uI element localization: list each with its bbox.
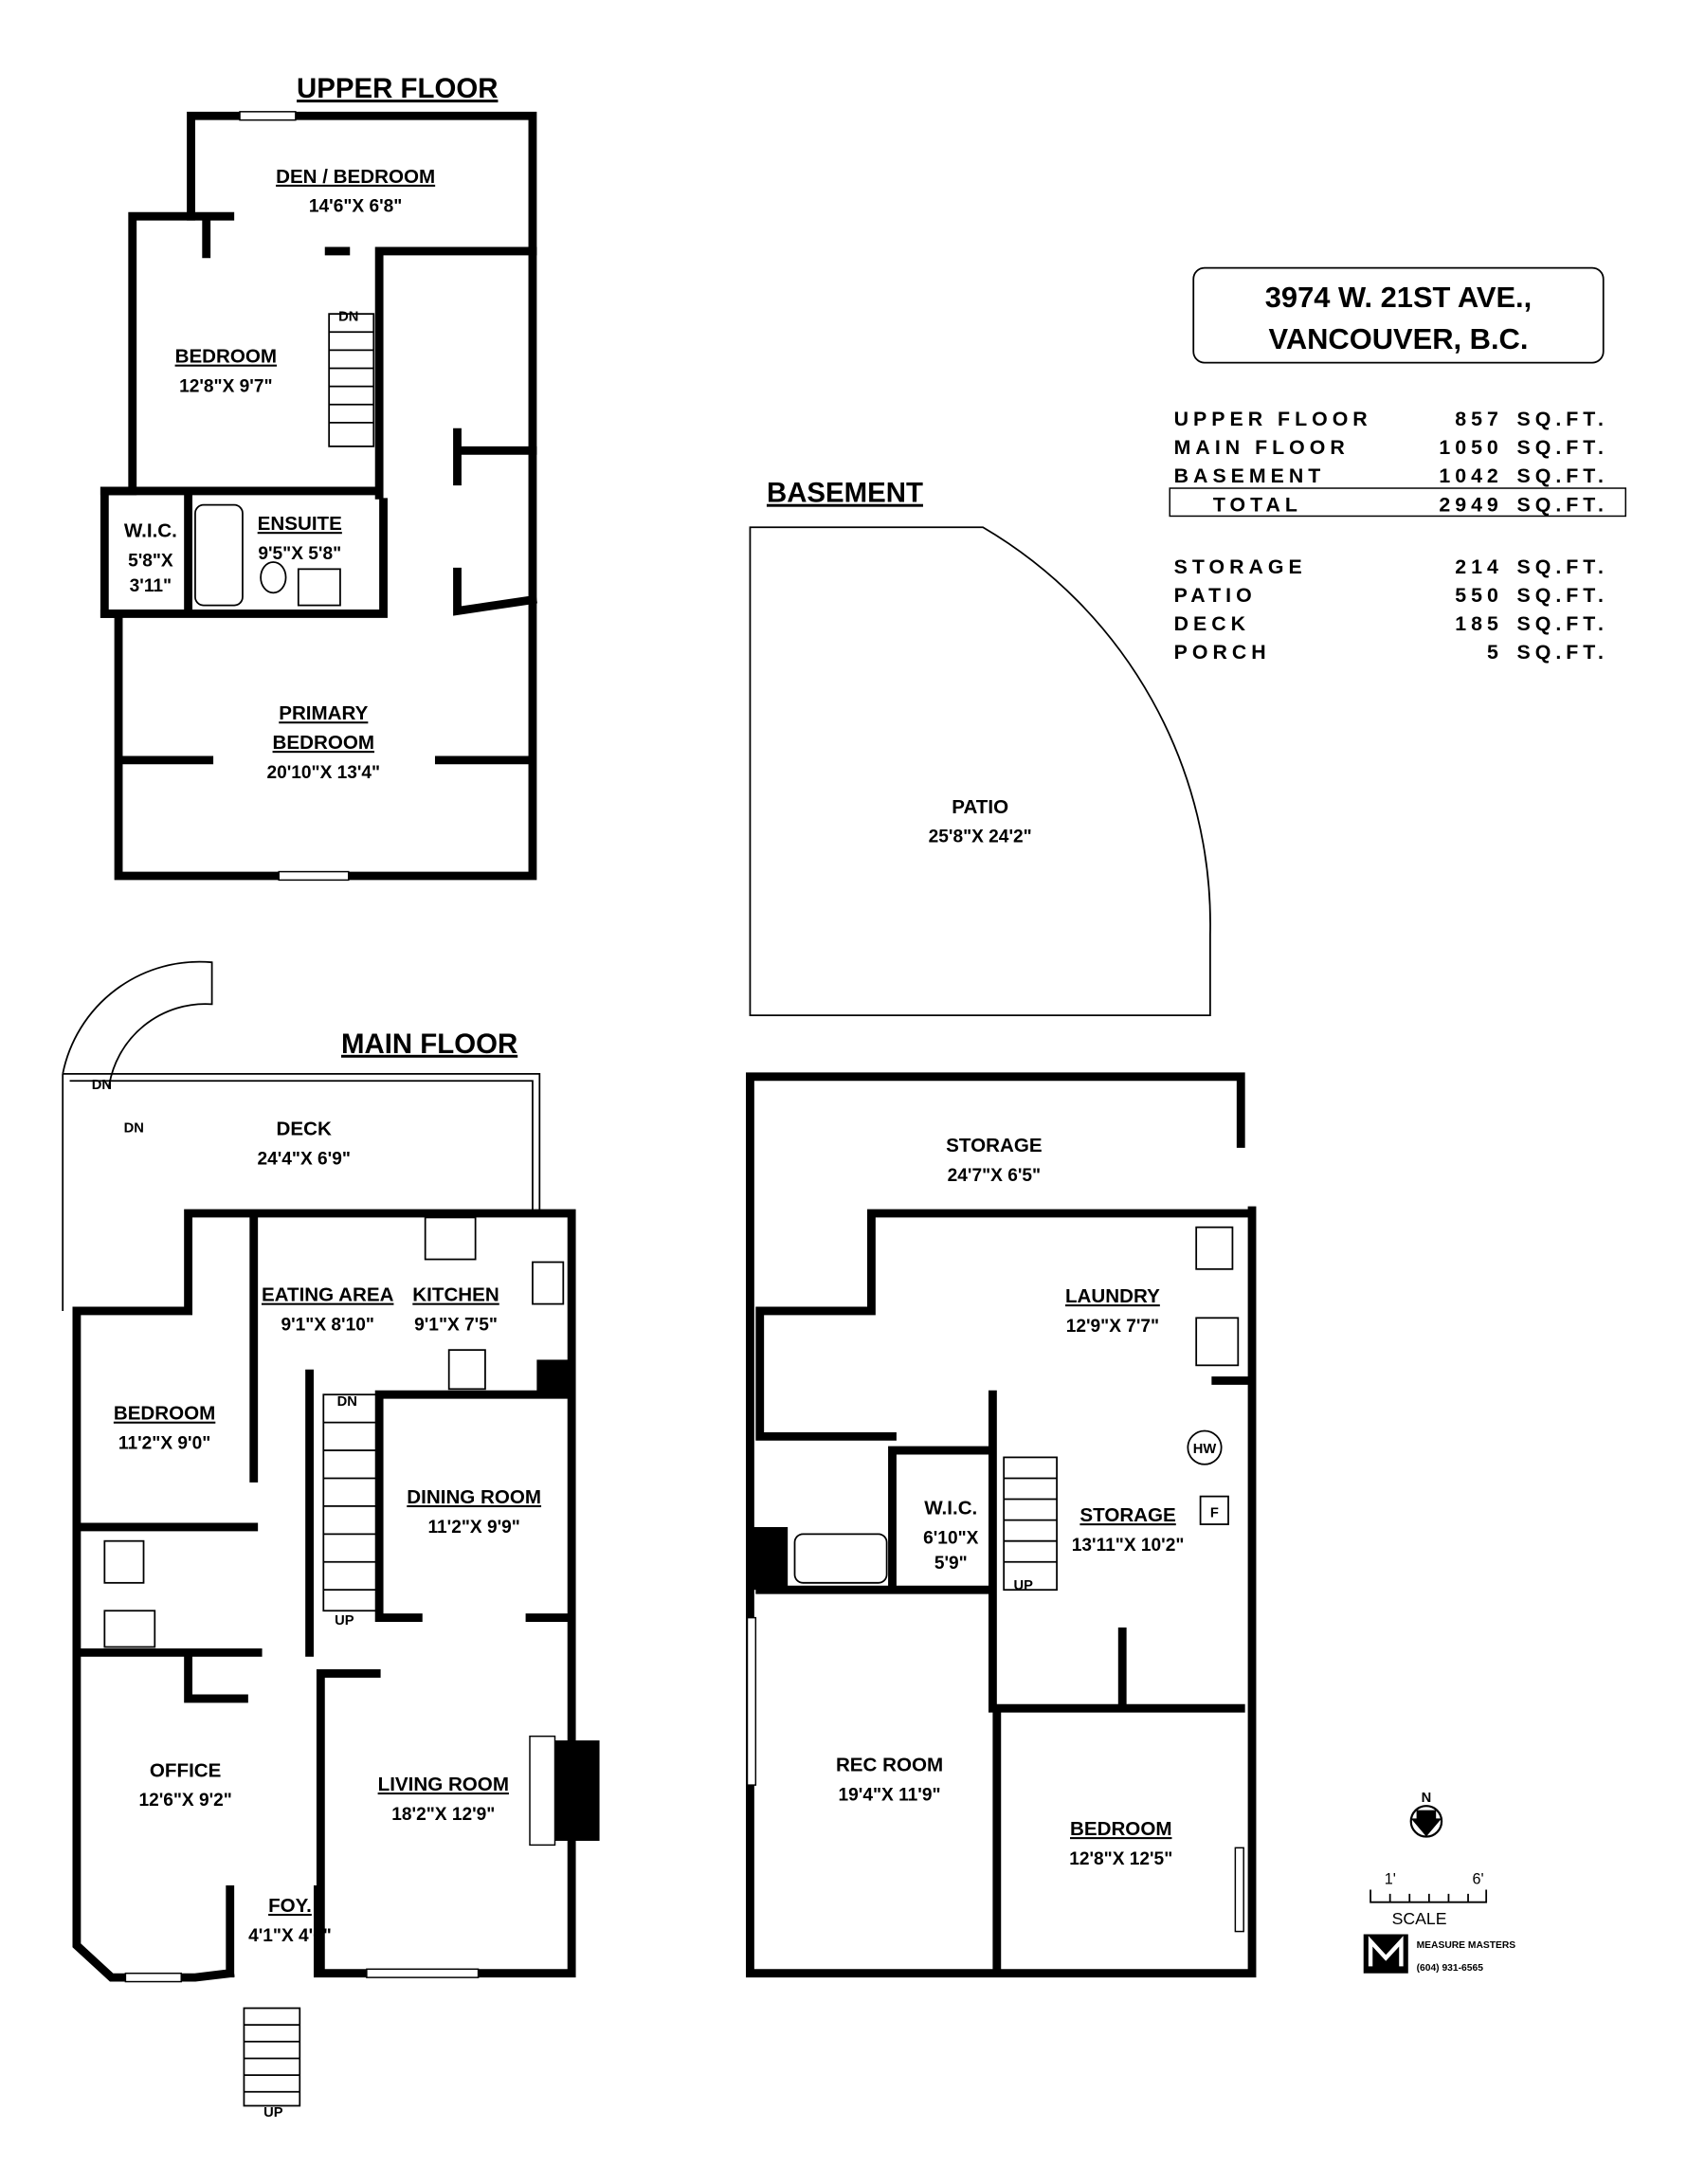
- scale-start: 1': [1385, 1871, 1396, 1888]
- area-unit: SQ.FT.: [1517, 464, 1608, 487]
- room-name-patio: PATIO: [952, 796, 1008, 818]
- upper-floor-walls: [100, 111, 537, 882]
- logo-text: MEASURE MASTERS: [1417, 1940, 1516, 1951]
- address-line-2: VANCOUVER, B.C.: [1269, 322, 1529, 355]
- room-name-deck: DECK: [277, 1119, 332, 1140]
- scale-end: 6': [1472, 1871, 1483, 1888]
- area-unit: SQ.FT.: [1517, 436, 1608, 459]
- area-value: 1042: [1439, 464, 1502, 487]
- north-arrow-icon: [1409, 1805, 1443, 1838]
- area-value: 550: [1455, 584, 1503, 607]
- room-dimensions: 5'9": [934, 1554, 968, 1574]
- room-name-bedroom: BEDROOM: [175, 346, 277, 368]
- room-name-den-bedroom: DEN / BEDROOM: [276, 166, 435, 188]
- room-dimensions: 11'2"X 9'0": [118, 1434, 210, 1454]
- room-dimensions: 12'6"X 9'2": [138, 1791, 231, 1811]
- stair-label-up: UP: [335, 1613, 354, 1629]
- room-dimensions: 12'8"X 9'7": [179, 377, 272, 397]
- room-name-storage: STORAGE: [1079, 1504, 1175, 1526]
- basement-walls: [746, 1072, 1257, 1978]
- basement-title: BASEMENT: [767, 478, 923, 509]
- furnace-label: F: [1210, 1506, 1219, 1521]
- stair-label-dn: DN: [92, 1078, 112, 1093]
- stair-label-dn: DN: [338, 309, 358, 324]
- address-box: 3974 W. 21ST AVE., VANCOUVER, B.C.: [1192, 266, 1605, 364]
- room-dimensions: 9'1"X 7'5": [414, 1316, 498, 1336]
- stair-label-dn: DN: [124, 1121, 144, 1137]
- room-dimensions: 3'11": [130, 576, 172, 596]
- scale-label: SCALE: [1392, 1909, 1447, 1928]
- room-name-bedroom: BEDROOM: [114, 1403, 215, 1425]
- room-dimensions: 18'2"X 12'9": [391, 1805, 495, 1825]
- room-dimensions: 5'8"X: [128, 551, 173, 571]
- area-label: DECK: [1174, 612, 1250, 635]
- logo-phone: (604) 931-6565: [1417, 1963, 1484, 1974]
- room-name-eating-area: EATING AREA: [262, 1284, 394, 1306]
- room-name-primary: PRIMARY: [279, 702, 368, 724]
- room-name-dining-room: DINING ROOM: [407, 1486, 541, 1508]
- area-value: 214: [1455, 555, 1503, 578]
- area-label: PORCH: [1174, 641, 1271, 664]
- main-floor-title: MAIN FLOOR: [341, 1028, 517, 1060]
- area-label: TOTAL: [1213, 493, 1302, 516]
- room-name-living-room: LIVING ROOM: [378, 1774, 509, 1795]
- room-dimensions: 9'1"X 8'10": [281, 1316, 373, 1336]
- room-dimensions: 12'8"X 12'5": [1069, 1849, 1172, 1869]
- room-name-kitchen: KITCHEN: [412, 1284, 499, 1306]
- room-dimensions: 24'4"X 6'9": [257, 1149, 350, 1169]
- room-dimensions: 13'11"X 10'2": [1072, 1536, 1185, 1556]
- room-dimensions: 4'1"X 4'0": [248, 1926, 332, 1946]
- room-dimensions: 9'5"X 5'8": [258, 544, 341, 564]
- area-value: 1050: [1439, 436, 1502, 459]
- patio-outline: [749, 526, 1211, 1016]
- hot-water-tank-label: HW: [1193, 1442, 1217, 1457]
- room-dimensions: 24'7"X 6'5": [948, 1166, 1041, 1186]
- stair-label-up: UP: [1014, 1578, 1034, 1593]
- room-name-bedroom: BEDROOM: [1070, 1818, 1171, 1840]
- room-dimensions: 12'9"X 7'7": [1066, 1317, 1159, 1337]
- area-unit: SQ.FT.: [1517, 641, 1608, 664]
- area-value: 5: [1487, 641, 1503, 664]
- room-labels: DEN / BEDROOM 14'6"X 6'8" BEDROOM 12'8"X 9'…: [114, 166, 1185, 1946]
- room-dimensions: 25'8"X 24'2": [929, 828, 1032, 847]
- upper-floor-title: UPPER FLOOR: [297, 73, 498, 104]
- room-name-primary: BEDROOM: [273, 732, 374, 754]
- area-label: BASEMENT: [1174, 464, 1326, 487]
- legend: N 1' 6' SCALE MEASURE MASTERS (604) 931-…: [1363, 1791, 1516, 1974]
- area-value: 185: [1455, 612, 1503, 635]
- room-name-laundry: LAUNDRY: [1065, 1285, 1160, 1307]
- room-dimensions: 6'10"X: [923, 1529, 978, 1549]
- area-unit: SQ.FT.: [1517, 555, 1608, 578]
- area-label: UPPER FLOOR: [1174, 408, 1372, 430]
- north-label: N: [1422, 1791, 1432, 1806]
- room-name-foy: FOY.: [268, 1895, 312, 1917]
- scale-bar: [1370, 1889, 1488, 1903]
- room-dimensions: 20'10"X 13'4": [266, 763, 380, 783]
- area-unit: SQ.FT.: [1517, 584, 1608, 607]
- area-label: PATIO: [1174, 584, 1257, 607]
- room-dimensions: 19'4"X 11'9": [839, 1785, 941, 1805]
- stair-label-dn: DN: [337, 1394, 357, 1410]
- total-box: [1169, 487, 1627, 518]
- room-name-storage: STORAGE: [946, 1135, 1042, 1156]
- room-name-rec-room: REC ROOM: [836, 1754, 943, 1775]
- area-value: 2949: [1439, 493, 1502, 516]
- main-floor-walls: [62, 960, 600, 2107]
- area-label: MAIN FLOOR: [1174, 436, 1350, 459]
- room-name-w-i-c: W.I.C.: [124, 520, 177, 542]
- room-name-w-i-c: W.I.C.: [924, 1498, 977, 1520]
- area-unit: SQ.FT.: [1517, 612, 1608, 635]
- area-unit: SQ.FT.: [1517, 408, 1608, 430]
- room-dimensions: 14'6"X 6'8": [309, 197, 402, 217]
- room-name-ensuite: ENSUITE: [258, 513, 342, 535]
- room-name-office: OFFICE: [150, 1759, 221, 1781]
- area-unit: SQ.FT.: [1517, 493, 1608, 516]
- stair-label-up: UP: [263, 2105, 283, 2120]
- address-line-1: 3974 W. 21ST AVE.,: [1265, 281, 1532, 314]
- room-dimensions: 11'2"X 9'9": [427, 1518, 519, 1538]
- measure-masters-logo: MEASURE MASTERS (604) 931-6565: [1363, 1934, 1516, 1974]
- area-value: 857: [1455, 408, 1503, 430]
- area-label: STORAGE: [1174, 555, 1307, 578]
